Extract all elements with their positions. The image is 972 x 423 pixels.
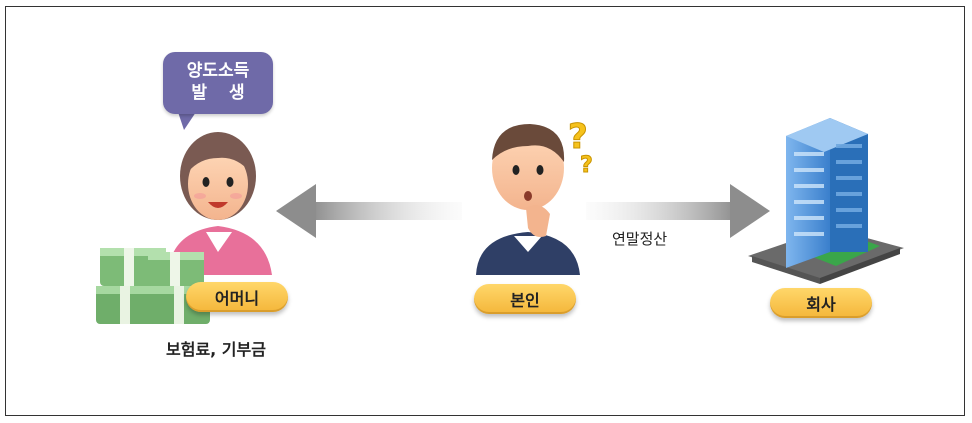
mother-caption: 보험료, 기부금 xyxy=(166,340,266,359)
question-marks-icon: ? ? xyxy=(568,117,594,179)
bubble-line-1: 양도소득 xyxy=(186,61,250,81)
self-label: 본인 xyxy=(474,284,576,314)
svg-text:?: ? xyxy=(580,153,593,178)
svg-text:?: ? xyxy=(568,117,588,157)
mother-figure xyxy=(168,132,272,275)
left-arrow xyxy=(276,184,462,238)
building-icon xyxy=(748,118,904,284)
company-label: 회사 xyxy=(770,288,872,318)
right-arrow xyxy=(586,184,770,238)
money-stacks-icon xyxy=(96,248,210,324)
speech-bubble: 양도소득 발생 xyxy=(163,52,273,114)
bubble-tail xyxy=(178,112,196,130)
right-arrow-label: 연말정산 xyxy=(612,230,668,248)
bubble-line-2: 발생 xyxy=(191,83,267,103)
mother-label: 어머니 xyxy=(186,282,288,312)
self-figure xyxy=(476,124,580,275)
